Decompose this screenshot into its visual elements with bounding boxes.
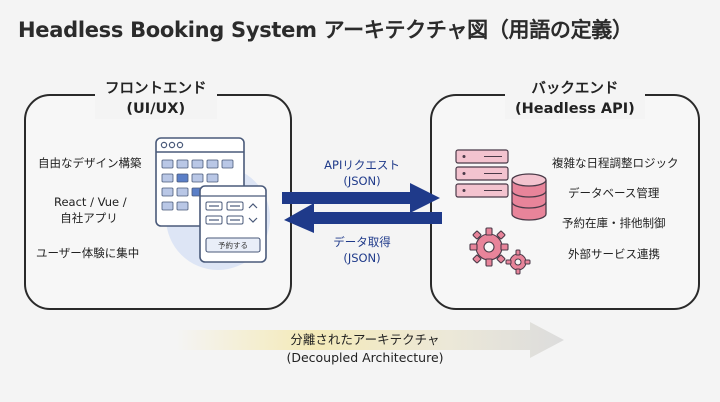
decoupled-arrow	[176, 322, 564, 358]
response-label: データ取得 (JSON)	[333, 235, 391, 265]
frontend-item-frameworks: React / Vue /	[54, 195, 127, 209]
request-label: APIリクエスト (JSON)	[324, 158, 400, 188]
backend-item-integrations: 外部サービス連携	[568, 247, 660, 261]
backend-panel	[430, 94, 700, 310]
frontend-subtitle: (UI/UX)	[126, 101, 186, 117]
backend-title: バックエンド	[531, 81, 619, 97]
frontend-item-design: 自由なデザイン構築	[38, 156, 142, 170]
reserve-button-shape	[205, 237, 261, 253]
request-arrow	[282, 183, 440, 213]
backend-item-scheduling: 複雑な日程調整ロジック	[552, 156, 679, 170]
chevron-down-icon	[248, 217, 258, 223]
response-arrow	[284, 203, 442, 233]
frontend-item-apps: 自社アプリ	[60, 211, 118, 225]
backend-subtitle: (Headless API)	[515, 101, 635, 117]
decoupled-label: 分離されたアーキテクチャ (Decoupled Architecture)	[286, 332, 444, 365]
reserve-button-label: 予約する	[218, 240, 248, 250]
backend-item-database: データベース管理	[568, 186, 660, 200]
calendar-grid	[161, 159, 234, 211]
backend-item-inventory: 予約在庫・排他制御	[562, 216, 666, 230]
chevron-up-icon	[248, 203, 258, 209]
api-arrows	[282, 183, 442, 233]
gears-icon	[469, 227, 531, 275]
frontend-item-ux: ユーザー体験に集中	[36, 246, 140, 260]
frontend-ui-illustration: 予約する	[155, 137, 270, 270]
backend-heading: バックエンド (Headless API)	[505, 79, 645, 119]
page-title: Headless Booking System アーキテクチャ図（用語の定義）	[18, 18, 633, 42]
server-database-icon	[455, 149, 547, 221]
frontend-heading: フロントエンド (UI/UX)	[95, 79, 217, 119]
database-icon	[511, 173, 547, 221]
frontend-title: フロントエンド	[105, 81, 207, 97]
